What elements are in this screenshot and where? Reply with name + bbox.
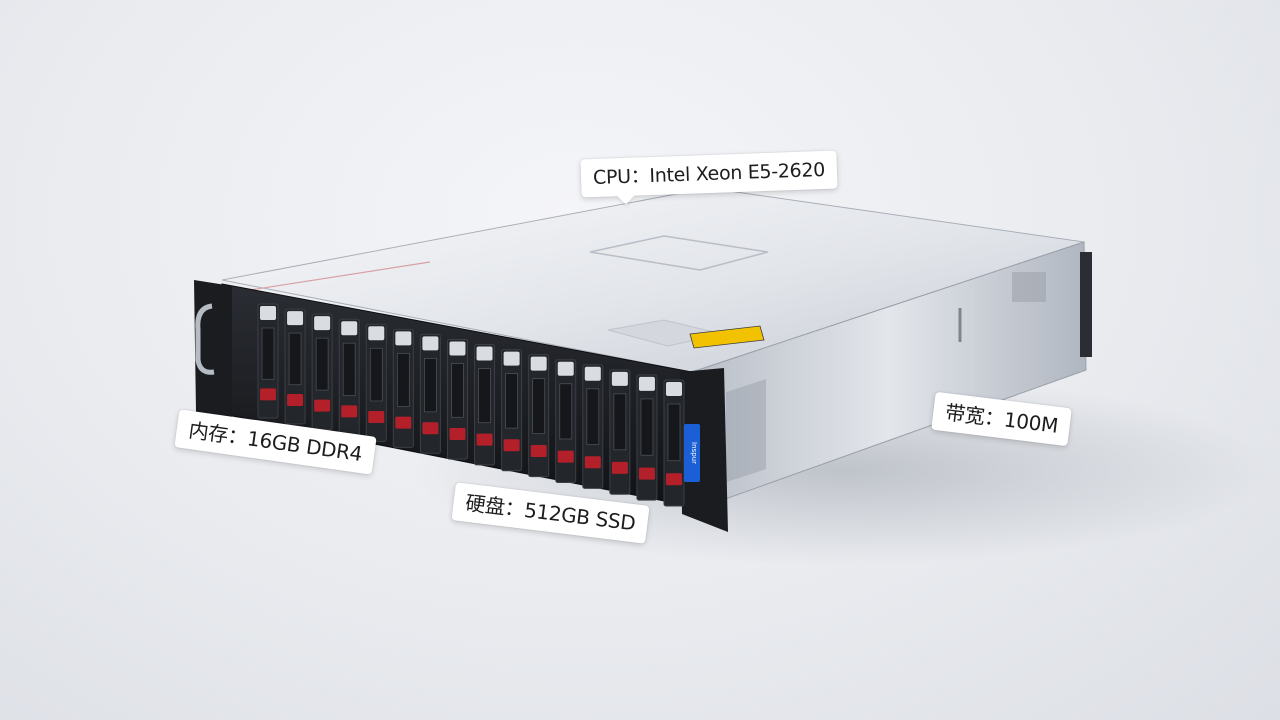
drive-latch (611, 371, 628, 386)
drive-status-strip (584, 456, 601, 469)
front-badge: Inspur (684, 424, 700, 482)
drive-bay (663, 379, 685, 507)
drive-latch (449, 341, 466, 356)
rear-ear (1080, 252, 1092, 357)
drive-latch (530, 356, 547, 371)
drive-bay (609, 369, 631, 495)
drive-bay (446, 338, 468, 460)
drive-latch (314, 316, 331, 331)
drive-latch (557, 361, 574, 376)
drive-bay (392, 328, 414, 448)
drive-bays (257, 303, 685, 507)
drive-bay (365, 323, 387, 442)
drive-status-strip (422, 422, 439, 435)
drive-latch (666, 382, 682, 396)
drive-bay (528, 354, 550, 478)
drive-status-strip (611, 461, 628, 474)
drive-status-strip (638, 467, 655, 480)
drive-status-strip (368, 410, 385, 423)
drive-bay (582, 364, 604, 489)
drive-latch (395, 331, 412, 346)
drive-status-strip (395, 416, 412, 429)
drive-latch (503, 351, 520, 366)
drive-bay (284, 308, 306, 425)
drive-latch (638, 376, 655, 391)
drive-status-strip (530, 444, 547, 457)
drive-bay (636, 374, 658, 501)
badge-text: Inspur (690, 442, 698, 464)
drive-bay (311, 313, 333, 431)
drive-bay (555, 359, 577, 484)
drive-status-strip (557, 450, 574, 463)
drive-status-strip (449, 427, 466, 440)
drive-bay (474, 344, 496, 466)
left-handle (195, 303, 215, 375)
right-rack-ear (680, 368, 728, 532)
drive-status-strip (260, 388, 276, 401)
drive-latch (260, 306, 276, 320)
bandwidth-spec-text: 带宽：100M (943, 400, 1060, 438)
drive-status-strip (314, 399, 331, 412)
drive-bay (257, 303, 279, 419)
drive-latch (584, 366, 601, 381)
side-vent (1012, 272, 1046, 302)
drive-status-strip (476, 433, 493, 446)
drive-status-strip (503, 439, 520, 452)
drive-latch (422, 336, 439, 351)
cpu-spec-text: CPU：Intel Xeon E5-2620 (592, 158, 826, 190)
drive-latch (476, 346, 493, 361)
drive-latch (287, 311, 304, 326)
left-rack-ear (194, 280, 232, 420)
drive-status-strip (287, 394, 304, 407)
drive-bay (338, 318, 360, 437)
drive-bay (501, 349, 523, 472)
drive-bay (419, 333, 441, 454)
top-access-plate (589, 235, 769, 271)
side-vent-front (726, 379, 766, 483)
drive-status-strip (666, 473, 682, 486)
warning-sticker (689, 325, 765, 349)
drive-latch (341, 321, 358, 336)
drive-status-strip (341, 405, 358, 418)
drive-latch (368, 326, 385, 341)
